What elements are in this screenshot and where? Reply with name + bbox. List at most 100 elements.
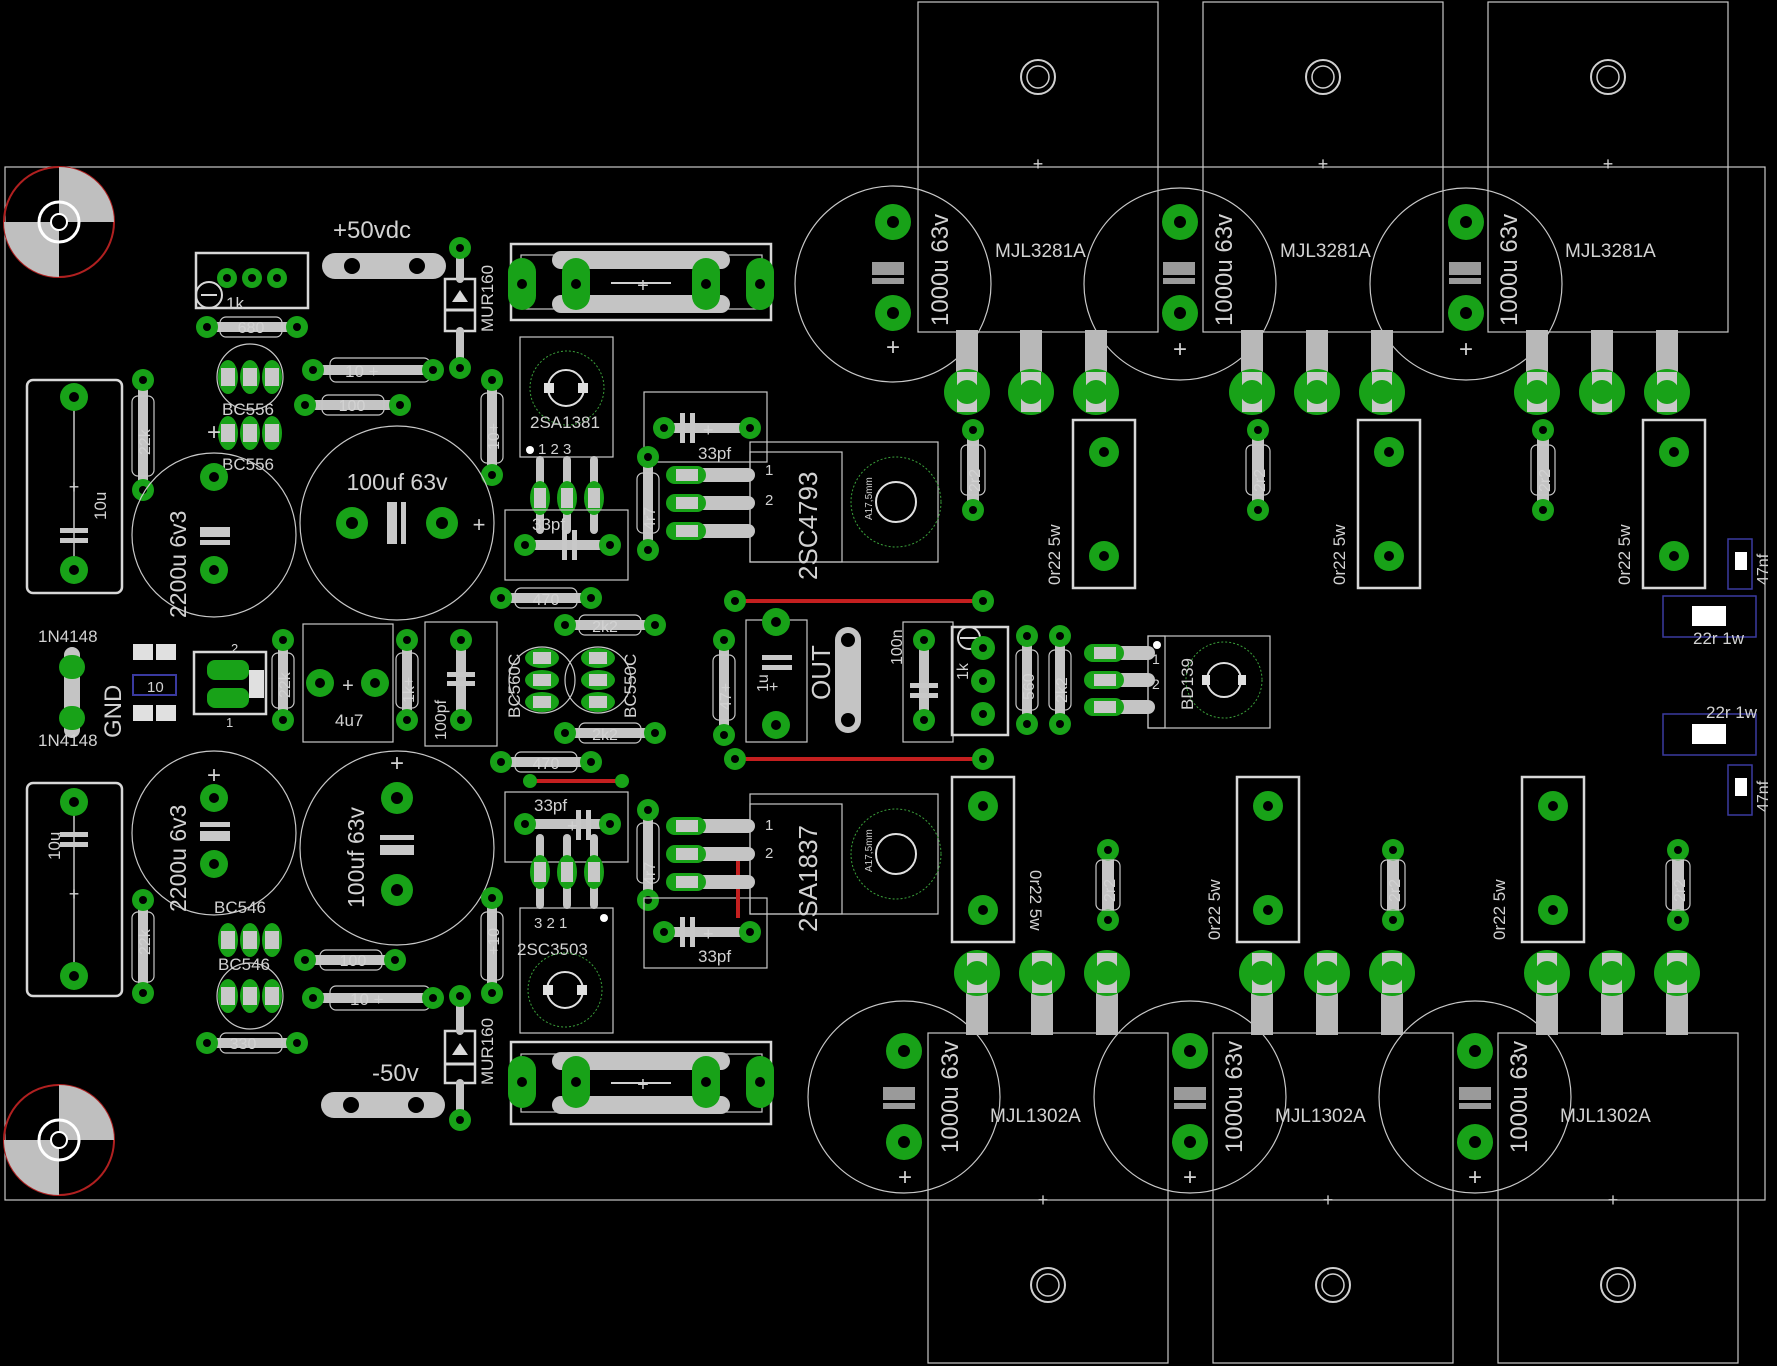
out-section: 47+ 1u + OUT 100n 1k 560 xyxy=(712,590,1271,770)
svg-text:22k: 22k xyxy=(137,928,154,955)
svg-text:100uf 63v: 100uf 63v xyxy=(346,469,448,495)
svg-text:47nf: 47nf xyxy=(1755,780,1772,812)
out-label: OUT xyxy=(806,645,836,700)
svg-text:10: 10 xyxy=(147,679,164,696)
svg-text:100pf: 100pf xyxy=(433,699,450,740)
svg-text:BC556: BC556 xyxy=(222,400,274,419)
svg-text:10u: 10u xyxy=(45,832,64,860)
svg-text:22k: 22k xyxy=(137,428,154,455)
svg-text:1: 1 xyxy=(1152,651,1160,667)
resistors-2r2: 2r2 2r2 2r2 2r2 2r2 2r2 xyxy=(960,419,1691,931)
caps-1000u-top: + + + 1000u 63v 1000u 63v 1000u 63v xyxy=(794,185,1563,383)
svg-text:+: + xyxy=(769,679,778,696)
minus50-label: -50v xyxy=(372,1060,419,1087)
svg-text:1: 1 xyxy=(765,462,773,479)
svg-text:100n: 100n xyxy=(889,629,906,665)
svg-text:BC560C: BC560C xyxy=(505,654,524,718)
svg-text:+: + xyxy=(1183,1164,1197,1191)
mjl-top-1: MJL3281A xyxy=(995,241,1086,262)
q-2sa1381: 2SA1381 1 2 3 xyxy=(519,336,614,534)
board-outline xyxy=(4,166,1766,1201)
svg-text:+10: +10 xyxy=(486,928,503,955)
svg-text:2SC4793: 2SC4793 xyxy=(793,472,823,580)
svg-text:1N4148: 1N4148 xyxy=(38,731,98,750)
svg-text:+: + xyxy=(69,477,80,497)
svg-text:+: + xyxy=(1323,1190,1334,1210)
mounting-hole-top xyxy=(3,166,115,278)
svg-text:+: + xyxy=(1608,1190,1619,1210)
svg-text:0r22 5w: 0r22 5w xyxy=(1045,524,1064,585)
q-2sc4793: A17,5mm 2SC4793 1 2 xyxy=(666,441,942,580)
svg-text:+: + xyxy=(1173,336,1187,363)
svg-text:1: 1 xyxy=(765,817,773,834)
c-33pf-d: + 33pf xyxy=(643,853,768,969)
svg-text:+: + xyxy=(637,275,649,297)
svg-text:+: + xyxy=(1038,1190,1049,1210)
gnd-label: GND xyxy=(100,685,127,738)
svg-text:+: + xyxy=(390,750,404,777)
svg-text:47+: 47+ xyxy=(718,683,735,710)
svg-text:1k: 1k xyxy=(955,662,972,680)
svg-text:10+: 10+ xyxy=(486,423,503,450)
r-4r7-a: 4r7 xyxy=(636,446,660,561)
mjl-bot-3: MJL1302A xyxy=(1560,1106,1651,1127)
q-2sa1837: A17,5mm 2SA1837 1 2 xyxy=(666,793,942,932)
svg-text:22k: 22k xyxy=(277,671,294,698)
svg-text:100: 100 xyxy=(340,953,367,970)
caps-1000u-bottom: + + + 1000u 63v 1000u 63v 1000u 63v xyxy=(807,1000,1572,1194)
r-4r7-b: 4r7 xyxy=(636,799,660,911)
svg-text:+: + xyxy=(1033,154,1044,174)
svg-text:2: 2 xyxy=(231,641,238,656)
svg-text:33pf: 33pf xyxy=(534,796,567,815)
svg-text:470: 470 xyxy=(533,592,560,609)
svg-text:2SC3503: 2SC3503 xyxy=(517,940,588,959)
svg-text:1000u 63v: 1000u 63v xyxy=(1496,214,1523,326)
mjl-top-3: MJL3281A xyxy=(1565,241,1656,262)
svg-text:0r22 5w: 0r22 5w xyxy=(1330,524,1349,585)
svg-text:+: + xyxy=(473,512,486,537)
mounting-hole-bottom xyxy=(3,1084,115,1196)
svg-text:22r 1w: 22r 1w xyxy=(1706,703,1758,722)
svg-text:0r22 5w: 0r22 5w xyxy=(1490,879,1509,940)
left-top-section: 1k 680 BC556 BC556 10 + 100 xyxy=(25,251,504,621)
svg-text:+: + xyxy=(703,420,714,440)
svg-text:1k+: 1k+ xyxy=(401,677,418,703)
output-transistors-bottom: + + + MJL1302A MJL1302A MJL1302A xyxy=(927,1032,1739,1364)
svg-text:2r2: 2r2 xyxy=(1387,879,1404,902)
svg-text:1000u 63v: 1000u 63v xyxy=(1506,1041,1533,1153)
mjl-bot-1: MJL1302A xyxy=(990,1106,1081,1127)
svg-text:1N4148: 1N4148 xyxy=(38,627,98,646)
top-power: +50vdc MUR160 + xyxy=(322,217,774,379)
svg-text:560: 560 xyxy=(1021,673,1038,700)
svg-text:1000u 63v: 1000u 63v xyxy=(1221,1041,1248,1153)
svg-text:2200u 6v3: 2200u 6v3 xyxy=(165,511,191,618)
output-leg-pads xyxy=(944,369,1700,996)
svg-text:2k2: 2k2 xyxy=(592,619,618,636)
left-middle-section: 1N4148 1N4148 GND 10 2 1 22k + 4u7 xyxy=(38,587,666,773)
svg-text:+: + xyxy=(898,1164,912,1191)
svg-text:2: 2 xyxy=(765,845,773,862)
svg-text:2: 2 xyxy=(1152,676,1160,692)
svg-text:+: + xyxy=(567,816,578,836)
svg-text:+: + xyxy=(207,762,221,789)
svg-text:+: + xyxy=(1318,154,1329,174)
svg-text:+: + xyxy=(342,675,354,697)
svg-text:+: + xyxy=(1603,154,1614,174)
resistors-0r22: 0r22 5w 0r22 5w 0r22 5w 0r22 5w 0r22 5w … xyxy=(950,418,1707,944)
svg-text:33pf: 33pf xyxy=(698,444,731,463)
svg-text:3 2 1: 3 2 1 xyxy=(534,915,567,932)
mjl-bot-2: MJL1302A xyxy=(1275,1106,1366,1127)
svg-text:+: + xyxy=(637,1074,649,1096)
svg-text:2r2: 2r2 xyxy=(967,469,984,492)
svg-text:BC546: BC546 xyxy=(218,955,270,974)
svg-text:47nf: 47nf xyxy=(1755,553,1772,585)
svg-text:4r7: 4r7 xyxy=(642,507,659,530)
svg-text:330: 330 xyxy=(230,1036,257,1053)
svg-text:BC546: BC546 xyxy=(214,898,266,917)
svg-text:+: + xyxy=(69,884,80,904)
svg-text:10u: 10u xyxy=(91,492,110,520)
svg-text:2k2: 2k2 xyxy=(592,727,618,744)
mjl-top-2: MJL3281A xyxy=(1280,241,1371,262)
svg-text:0r22 5w: 0r22 5w xyxy=(1026,870,1045,931)
